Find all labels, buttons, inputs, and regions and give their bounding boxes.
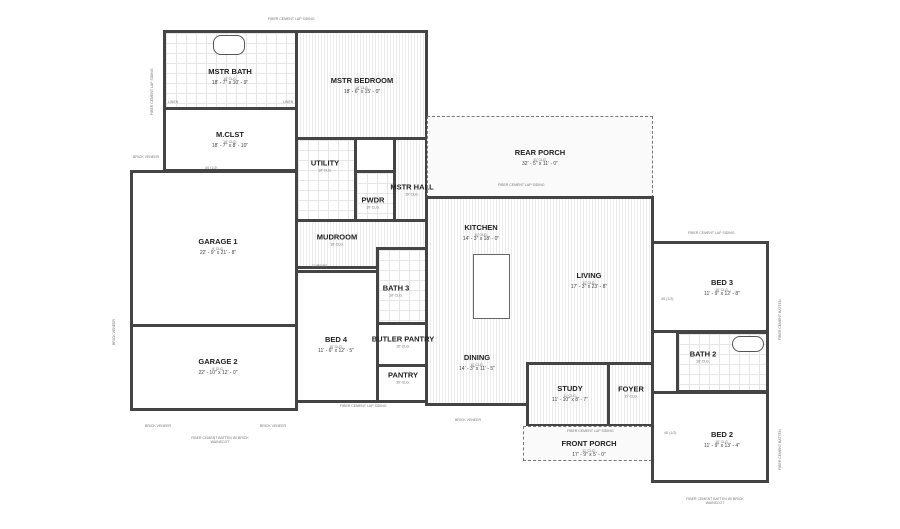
room-bed-3: [651, 241, 769, 333]
note-shelf-bed2: 4S (1/2): [664, 431, 677, 435]
note-batten-right-upper: FIBER CEMENT BATTEN: [778, 299, 782, 340]
note-linen-left: LINEN: [168, 100, 179, 104]
room-mstr-bedroom: [295, 30, 428, 140]
note-lap-siding-kitchen: FIBER CEMENT LAP SIDING: [498, 183, 545, 187]
room-pantry: [376, 364, 428, 403]
note-batten-wainscot-bed2: FIBER CEMENT BATTEN W/ BRICK WAINSCOT: [686, 497, 744, 505]
note-lap-siding-left: FIBER CEMENT LAP SIDING: [150, 68, 154, 115]
bathtub-icon: [732, 336, 764, 352]
note-batten-right-lower: FIBER CEMENT BATTEN: [778, 429, 782, 470]
room-garage-2: [130, 324, 298, 411]
note-brick-veneer-garage: BRICK VENEER: [133, 155, 160, 159]
room-utility: [295, 137, 357, 222]
kitchen-island: [473, 254, 510, 319]
note-shelf-mclst: 4S (1/2): [205, 166, 218, 170]
note-lap-siding-bed3: FIBER CEMENT LAP SIDING: [688, 231, 735, 235]
room-bed-4: [295, 270, 379, 403]
note-batten-wainscot-garage: FIBER CEMENT BATTEN W/ BRICK WAINSCOT: [191, 436, 249, 444]
note-cubbies: CUBBIES: [312, 264, 328, 268]
note-brick-veneer-garage-side: BRICK VENEER: [112, 318, 116, 345]
note-brick-veneer-dining: BRICK VENEER: [455, 418, 482, 422]
note-shelf-bed3: 4S (1/2): [661, 297, 674, 301]
room-mstr-hall: [393, 137, 428, 222]
room-bath-2: [676, 331, 769, 393]
note-lap-siding-porch: FIBER CEMENT LAP SIDING: [567, 429, 614, 433]
note-linen-right: LINEN: [283, 100, 294, 104]
note-brick-veneer-right: BRICK VENEER: [260, 424, 287, 428]
room-bed-2: [651, 391, 769, 483]
room-garage-1: [130, 170, 298, 327]
room-front-porch: [523, 426, 652, 461]
room-rear-porch: [427, 116, 653, 198]
note-lap-siding-bed4: FIBER CEMENT LAP SIDING: [340, 404, 387, 408]
note-lap-siding-top: FIBER CEMENT LAP SIDING: [268, 17, 315, 21]
room-bath-3: [376, 247, 428, 325]
note-brick-veneer-left: BRICK VENEER: [145, 424, 172, 428]
bathtub-icon: [213, 35, 245, 55]
